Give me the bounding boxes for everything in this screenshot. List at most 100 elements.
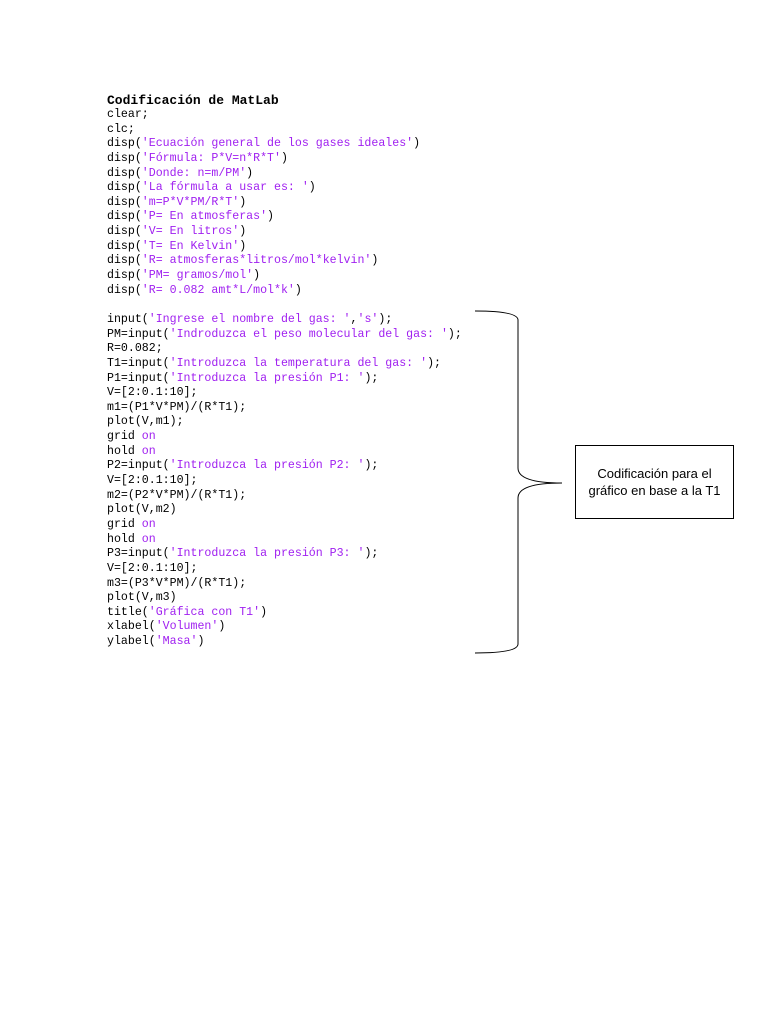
annotation-box: Codificación para el gráfico en base a l… xyxy=(575,445,734,519)
code-string: 'P= En atmosferas' xyxy=(141,210,268,224)
code-line: P1=input('Introduzca la presión P1: '); xyxy=(107,372,462,387)
code-text: clc; xyxy=(107,122,135,136)
code-line: m3=(P3*V*PM)/(R*T1); xyxy=(107,577,462,592)
curly-brace-connector xyxy=(474,310,563,654)
code-string: 'Introduzca la temperatura del gas: ' xyxy=(169,356,428,370)
code-text: disp( xyxy=(107,181,142,195)
document-heading: Codificación de MatLab xyxy=(107,93,279,108)
code-text: R=0.082; xyxy=(107,342,163,356)
code-text: grid xyxy=(107,517,142,531)
code-block-setup: clear;clc;disp('Ecuación general de los … xyxy=(107,108,420,298)
code-text: m1=(P1*V*PM)/(R*T1); xyxy=(107,400,247,414)
code-keyword: on xyxy=(141,444,156,458)
code-text: ); xyxy=(447,327,462,341)
code-text: disp( xyxy=(107,137,142,151)
code-text: ) xyxy=(239,239,247,253)
code-line: hold on xyxy=(107,533,462,548)
code-line: plot(V,m2) xyxy=(107,503,462,518)
code-line: disp('T= En Kelvin') xyxy=(107,240,420,255)
code-line: xlabel('Volumen') xyxy=(107,620,462,635)
code-line: disp('P= En atmosferas') xyxy=(107,210,420,225)
code-string: 'Fórmula: P*V=n*R*T' xyxy=(141,151,281,165)
code-line: disp('PM= gramos/mol') xyxy=(107,269,420,284)
code-line: disp('R= atmosferas*litros/mol*kelvin') xyxy=(107,254,420,269)
code-text: clear; xyxy=(107,108,149,121)
code-string: 's' xyxy=(357,313,379,326)
code-text: ) xyxy=(260,605,268,619)
code-text: ) xyxy=(371,254,379,268)
code-string: 'R= 0.082 amt*L/mol*k' xyxy=(141,283,295,297)
code-text: ) xyxy=(246,166,254,180)
code-text: ) xyxy=(413,137,421,151)
code-text: xlabel( xyxy=(107,620,156,634)
code-text: disp( xyxy=(107,283,142,297)
code-line: disp('m=P*V*PM/R*T') xyxy=(107,196,420,211)
code-line: ylabel('Masa') xyxy=(107,635,462,650)
code-block-plotting: input('Ingrese el nombre del gas: ','s')… xyxy=(107,313,462,650)
code-text: V=[2:0.1:10]; xyxy=(107,386,198,400)
code-text: grid xyxy=(107,430,142,444)
code-text: disp( xyxy=(107,151,142,165)
code-string: 'Ecuación general de los gases ideales' xyxy=(141,137,414,151)
code-line: title('Gráfica con T1') xyxy=(107,606,462,621)
code-text: disp( xyxy=(107,225,142,239)
code-text: ) xyxy=(308,181,316,195)
code-string: 'Introduzca la presión P1: ' xyxy=(169,371,365,385)
code-text: PM=input( xyxy=(107,327,170,341)
code-text: ); xyxy=(364,547,379,561)
code-string: 'Indroduzca el peso molecular del gas: ' xyxy=(169,327,448,341)
code-keyword: on xyxy=(141,430,156,444)
annotation-text: Codificación para el gráfico en base a l… xyxy=(588,466,721,498)
code-line: V=[2:0.1:10]; xyxy=(107,386,462,401)
code-text: disp( xyxy=(107,195,142,209)
code-string: 'Gráfica con T1' xyxy=(148,605,261,619)
code-string: 'm=P*V*PM/R*T' xyxy=(141,195,240,209)
code-string: 'La fórmula a usar es: ' xyxy=(141,181,309,195)
code-string: 'Ingrese el nombre del gas: ' xyxy=(148,313,351,326)
code-text: ); xyxy=(427,356,441,370)
code-string: 'T= En Kelvin' xyxy=(141,239,240,253)
code-line: T1=input('Introduzca la temperatura del … xyxy=(107,357,462,372)
code-text: ) xyxy=(294,283,302,297)
code-string: 'V= En litros' xyxy=(141,225,240,239)
code-line: V=[2:0.1:10]; xyxy=(107,474,462,489)
code-line: disp('Donde: n=m/PM') xyxy=(107,167,420,182)
code-line: grid on xyxy=(107,518,462,533)
code-text: V=[2:0.1:10]; xyxy=(107,474,198,488)
code-text: ) xyxy=(218,620,226,634)
code-text: T1=input( xyxy=(107,356,170,370)
code-keyword: on xyxy=(141,532,156,546)
code-line: disp('Fórmula: P*V=n*R*T') xyxy=(107,152,420,167)
code-text: ) xyxy=(197,635,205,649)
code-line: disp('La fórmula a usar es: ') xyxy=(107,181,420,196)
code-text: P2=input( xyxy=(107,459,170,473)
code-string: 'Introduzca la presión P2: ' xyxy=(169,459,365,473)
code-line: m1=(P1*V*PM)/(R*T1); xyxy=(107,401,462,416)
code-line: plot(V,m3) xyxy=(107,591,462,606)
code-text: , xyxy=(350,313,358,326)
code-text: plot(V,m1); xyxy=(107,415,184,429)
code-text: m3=(P3*V*PM)/(R*T1); xyxy=(107,576,247,590)
code-text: ) xyxy=(253,269,261,283)
code-text: plot(V,m2) xyxy=(107,503,177,517)
code-line: PM=input('Indroduzca el peso molecular d… xyxy=(107,328,462,343)
code-text: ) xyxy=(280,151,288,165)
code-string: 'R= atmosferas*litros/mol*kelvin' xyxy=(141,254,372,268)
code-line: P3=input('Introduzca la presión P3: '); xyxy=(107,547,462,562)
code-text: input( xyxy=(107,313,149,326)
code-line: grid on xyxy=(107,430,462,445)
code-line: P2=input('Introduzca la presión P2: '); xyxy=(107,459,462,474)
code-text: disp( xyxy=(107,269,142,283)
code-text: P1=input( xyxy=(107,371,170,385)
code-line: V=[2:0.1:10]; xyxy=(107,562,462,577)
code-text: ); xyxy=(364,459,379,473)
code-text: title( xyxy=(107,605,149,619)
code-string: 'PM= gramos/mol' xyxy=(141,269,254,283)
code-string: 'Donde: n=m/PM' xyxy=(141,166,247,180)
code-line: disp('Ecuación general de los gases idea… xyxy=(107,137,420,152)
code-text: P3=input( xyxy=(107,547,170,561)
code-text: ); xyxy=(364,371,379,385)
code-text: plot(V,m3) xyxy=(107,591,177,605)
code-text: disp( xyxy=(107,254,142,268)
code-line: R=0.082; xyxy=(107,342,462,357)
